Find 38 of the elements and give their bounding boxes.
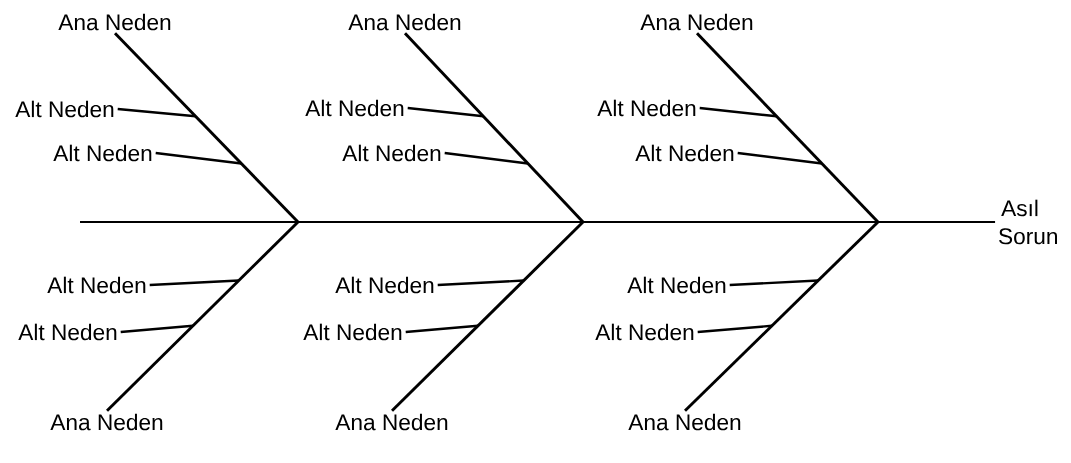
bone-line: [695, 32, 880, 223]
branch-line: [737, 151, 823, 165]
sub-cause-label: Alt Neden: [303, 323, 402, 341]
bone-line: [403, 32, 585, 223]
spine-line: [80, 220, 996, 224]
sub-cause-label: Alt Neden: [47, 276, 146, 294]
sub-cause-label: Alt Neden: [53, 144, 152, 162]
bone-line: [683, 220, 880, 412]
sub-cause-label: Alt Neden: [342, 144, 441, 162]
branch-line: [437, 279, 524, 287]
sub-cause-label: Alt Neden: [597, 99, 696, 117]
sub-cause-label: Alt Neden: [15, 100, 114, 118]
cause-label: Ana Neden: [640, 13, 753, 31]
branch-line: [407, 106, 484, 118]
sub-cause-label: Alt Neden: [335, 276, 434, 294]
branch-line: [444, 151, 528, 165]
bone-line: [113, 32, 300, 223]
branch-line: [405, 324, 479, 334]
branch-line: [697, 324, 772, 334]
cause-label: Ana Neden: [628, 413, 741, 431]
cause-label: Ana Neden: [335, 413, 448, 431]
branch-line: [149, 279, 239, 287]
sub-cause-label: Alt Neden: [305, 99, 404, 117]
problem-label: Asıl Sorun: [999, 199, 1057, 245]
bone-line: [391, 220, 585, 412]
cause-label: Ana Neden: [50, 413, 163, 431]
sub-cause-label: Alt Neden: [595, 323, 694, 341]
branch-line: [729, 279, 819, 287]
cause-label: Ana Neden: [348, 13, 461, 31]
branch-line: [699, 106, 777, 118]
branch-line: [155, 151, 242, 165]
branch-line: [120, 324, 194, 334]
bone-line: [106, 220, 300, 412]
cause-label: Ana Neden: [58, 13, 171, 31]
sub-cause-label: Alt Neden: [627, 276, 726, 294]
branch-line: [117, 107, 196, 118]
sub-cause-label: Alt Neden: [635, 144, 734, 162]
sub-cause-label: Alt Neden: [18, 323, 117, 341]
